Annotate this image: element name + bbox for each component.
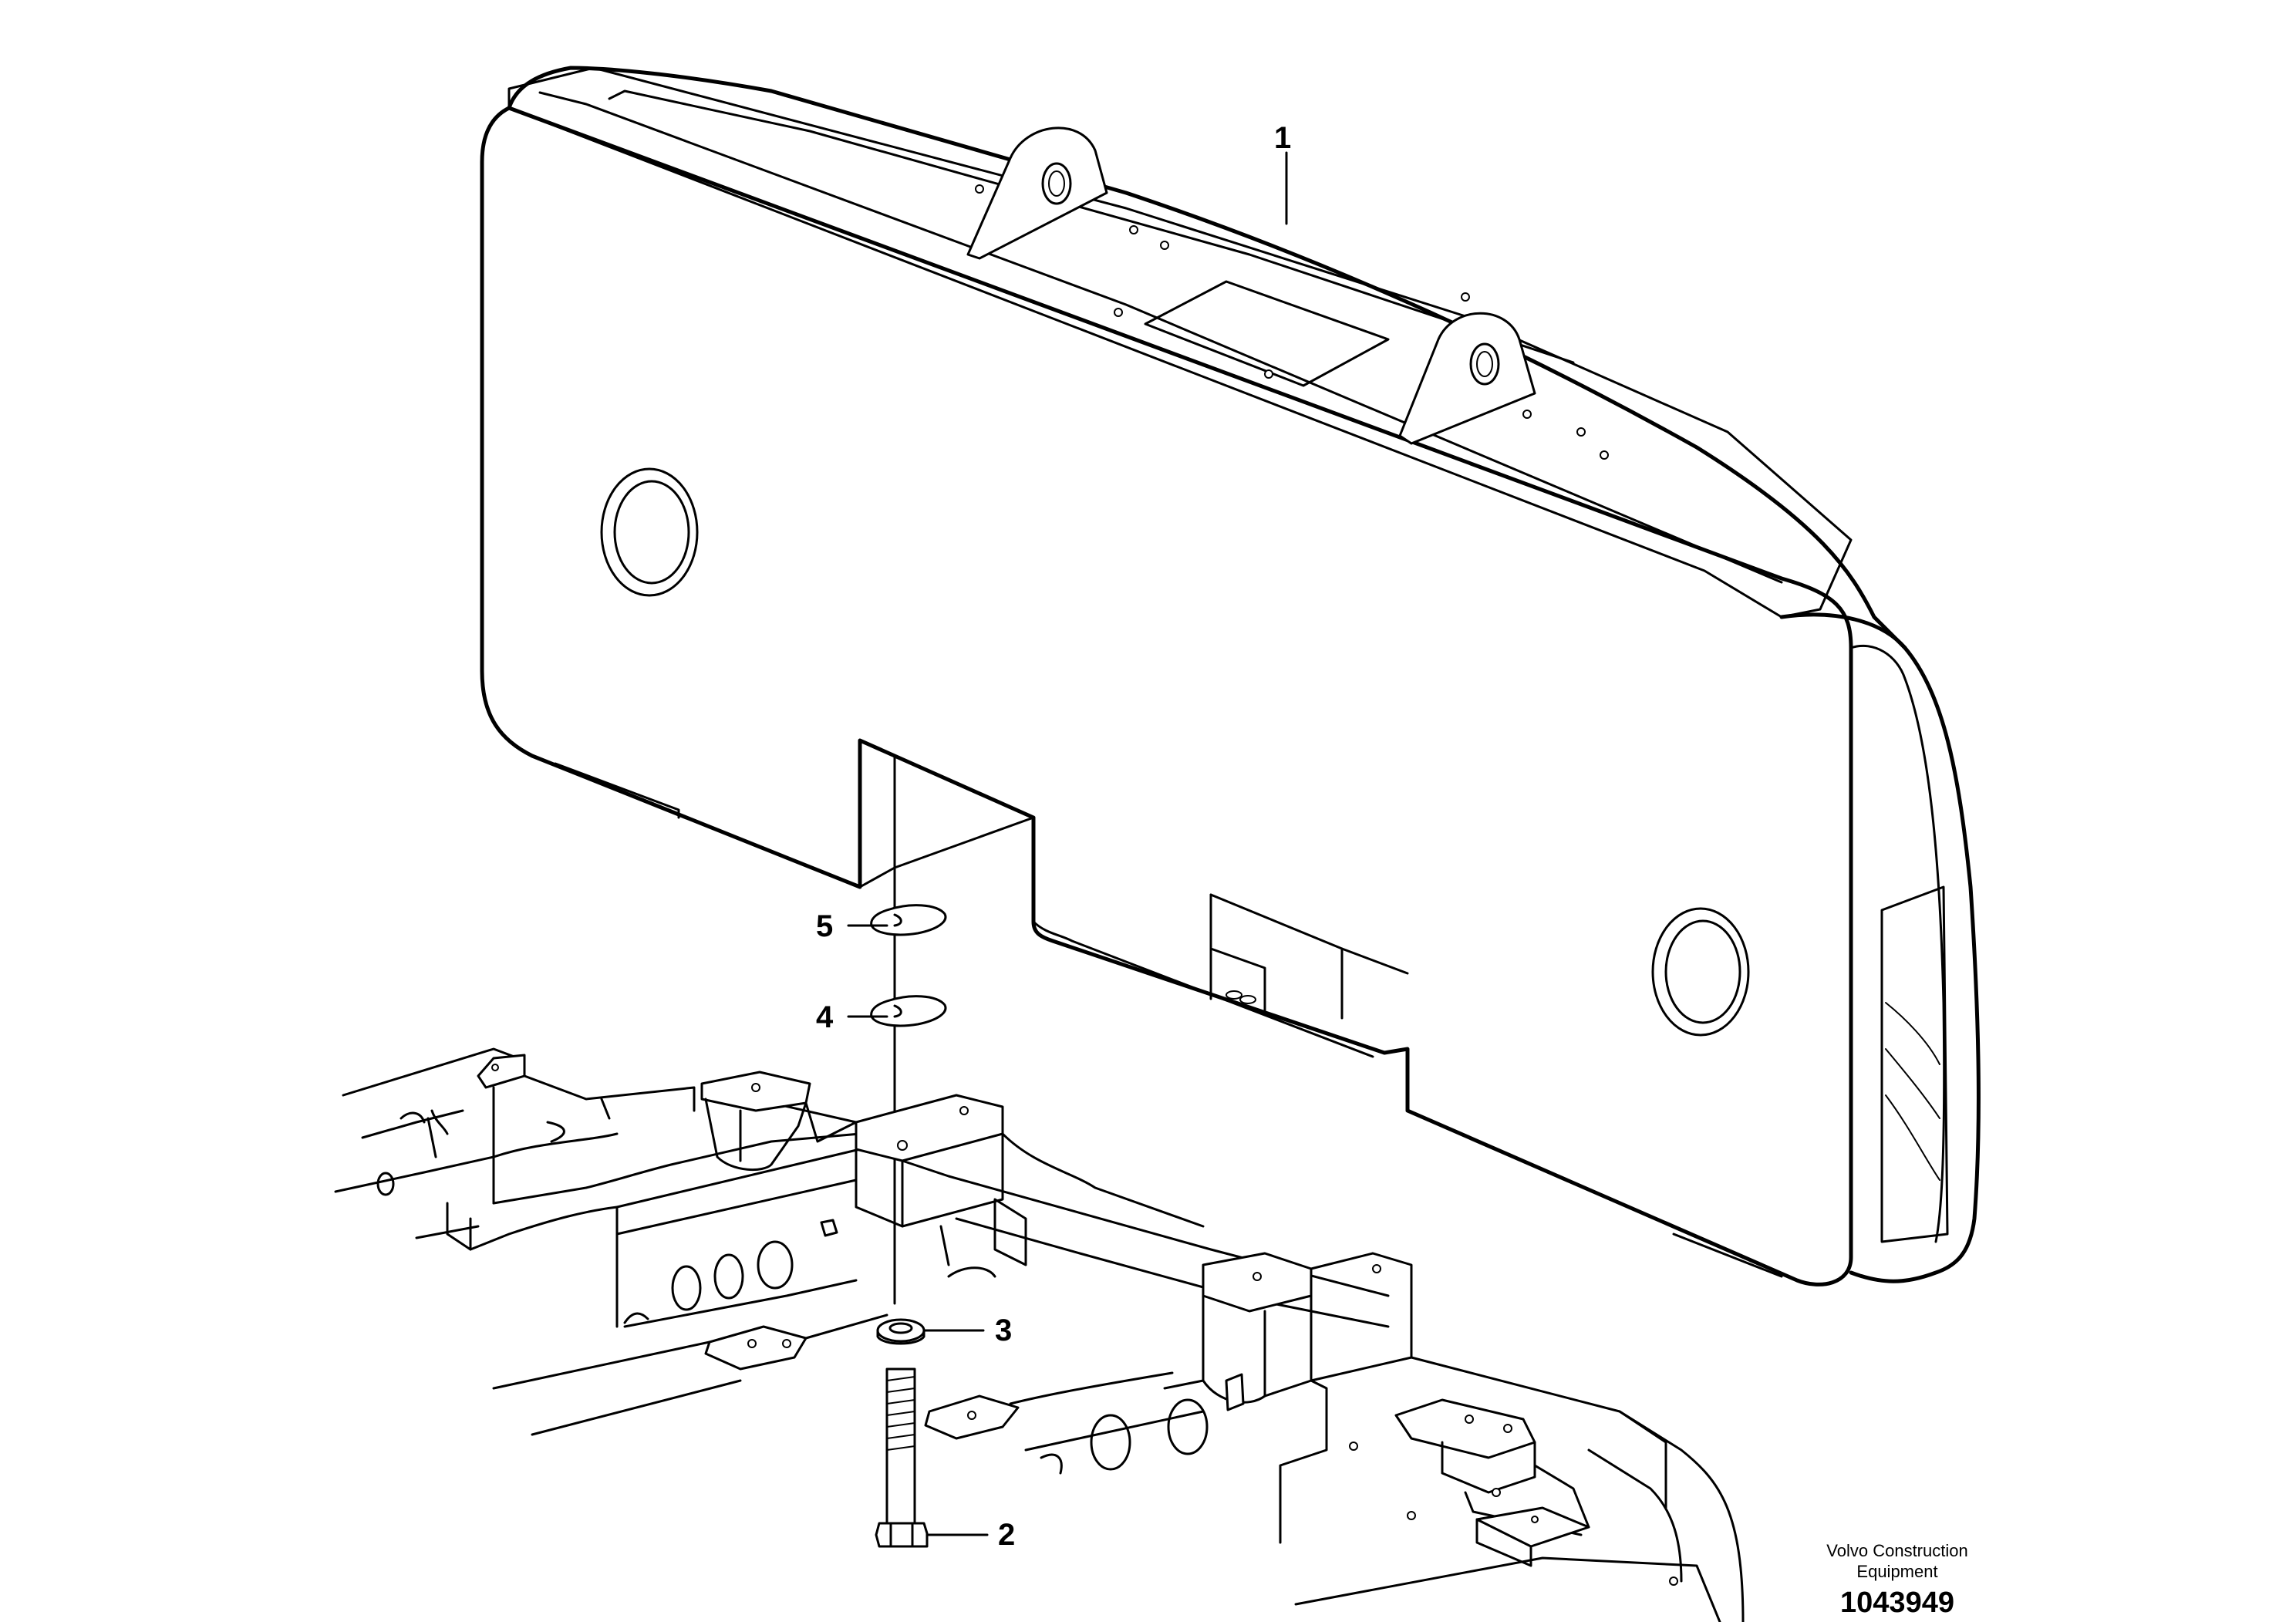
shim-4 <box>870 995 947 1027</box>
callout-4: 4 <box>816 1000 834 1034</box>
callout-1: 1 <box>1274 121 1291 155</box>
reference-number: 1043949 <box>1840 1587 1954 1619</box>
bolt <box>875 1367 929 1548</box>
brand-line-1: Volvo Construction <box>1826 1541 1967 1560</box>
shim-5 <box>870 904 947 936</box>
callout-5: 5 <box>816 909 833 943</box>
washer <box>876 1318 925 1345</box>
brand-line-2: Equipment <box>1856 1562 1937 1581</box>
counterweight <box>480 66 1981 1286</box>
callout-3: 3 <box>995 1313 1012 1347</box>
callout-2: 2 <box>998 1518 1015 1552</box>
leader-lines <box>847 151 1288 1536</box>
machine-frame <box>334 1047 1745 1622</box>
